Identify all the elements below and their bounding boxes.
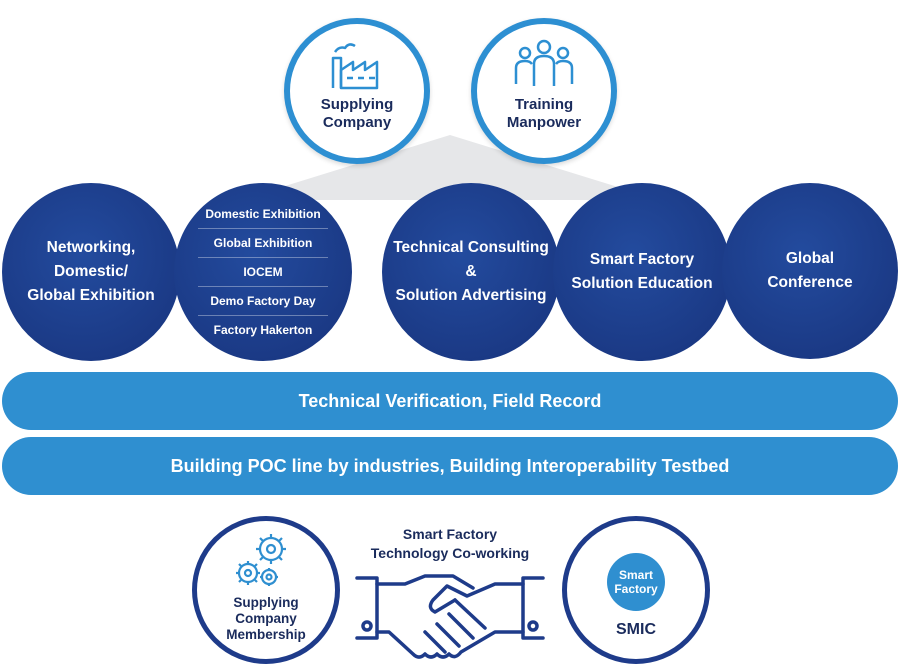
networking-circle: Networking, Domestic/ Global Exhibition [2, 183, 180, 361]
poc-label: Building POC line by industries, Buildin… [170, 455, 730, 476]
handshake-icon [355, 574, 545, 659]
exhibition-list: Domestic Exhibition Global Exhibition IO… [198, 200, 328, 344]
smart-factory-logo: Smart Factory [607, 553, 665, 611]
education-label: Smart Factory Solution Education [571, 251, 713, 292]
exhibition-item: IOCEM [198, 258, 328, 287]
smic-circle: Smart Factory SMIC [562, 516, 710, 664]
smic-label: SMIC [616, 621, 656, 638]
conference-circle: Global Conference [722, 183, 898, 359]
supplying-company-label: Supplying Company [320, 96, 394, 131]
poc-bar: Building POC line by industries, Buildin… [2, 437, 898, 495]
supplying-company-circle: Supplying Company [284, 18, 430, 164]
exhibition-circle: Domestic Exhibition Global Exhibition IO… [174, 183, 352, 361]
consulting-label: Technical Consulting & Solution Advertis… [393, 239, 549, 304]
people-icon [514, 39, 574, 86]
training-manpower-label: Training Manpower [506, 96, 582, 131]
exhibition-item: Global Exhibition [198, 229, 328, 258]
exhibition-item: Factory Hakerton [213, 323, 313, 337]
education-circle: Smart Factory Solution Education [553, 183, 731, 361]
verification-bar: Technical Verification, Field Record [2, 372, 898, 430]
smart-factory-logo-text: Smart Factory [614, 568, 658, 596]
consulting-circle: Technical Consulting & Solution Advertis… [382, 183, 560, 361]
membership-circle: Supplying Company Membership [192, 516, 340, 664]
conference-label: Global Conference [767, 250, 853, 291]
training-manpower-circle: Training Manpower [471, 18, 617, 164]
factory-icon [331, 43, 379, 90]
coworking-title: Smart Factory Technology Co-working [370, 526, 530, 561]
verification-label: Technical Verification, Field Record [298, 390, 602, 411]
exhibition-item: Demo Factory Day [198, 287, 328, 316]
networking-label: Networking, Domestic/ Global Exhibition [27, 239, 155, 304]
exhibition-item: Domestic Exhibition [198, 200, 328, 229]
gears-icon [236, 534, 286, 586]
membership-label: Supplying Company Membership [226, 595, 306, 642]
